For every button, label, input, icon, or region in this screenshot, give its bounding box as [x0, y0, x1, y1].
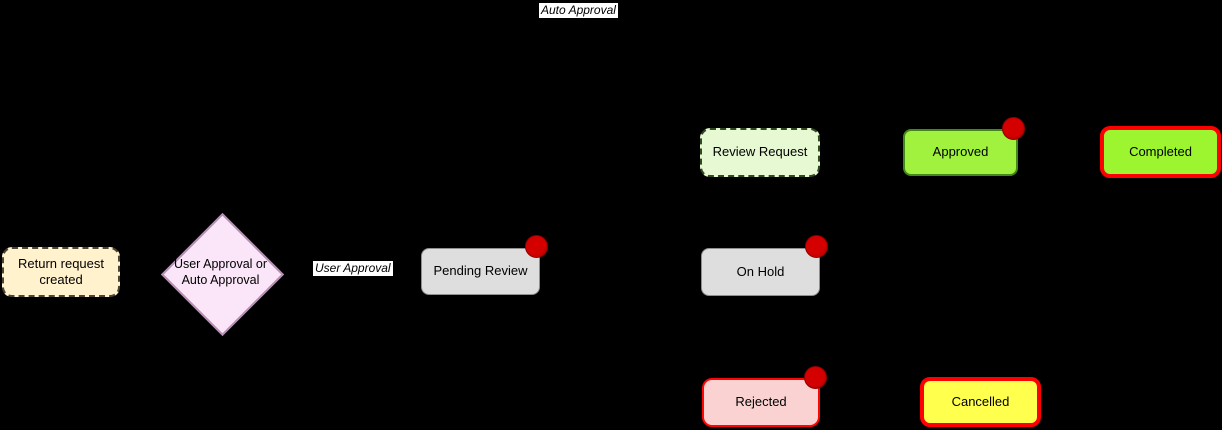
node-rejected[interactable]: Rejected: [702, 366, 827, 427]
node-on-hold-label: On Hold: [736, 263, 785, 279]
node-rejected-label: Rejected: [735, 394, 787, 410]
node-pending-review-label: Pending Review: [433, 263, 528, 279]
decision-user-or-auto-approval-label: User Approval or Auto Approval: [173, 256, 268, 287]
node-return-request-created[interactable]: Return request created: [2, 247, 120, 297]
red-dot-badge: [525, 235, 548, 258]
node-pending-review[interactable]: Pending Review: [421, 235, 548, 295]
red-dot-badge: [804, 366, 827, 389]
edge-label-auto-approval[interactable]: Auto Approval: [539, 3, 618, 18]
node-completed-label: Completed: [1129, 143, 1192, 159]
node-completed[interactable]: Completed: [1100, 126, 1221, 178]
node-approved-label: Approved: [932, 144, 989, 160]
node-review-request[interactable]: Review Request: [700, 128, 820, 177]
node-on-hold[interactable]: On Hold: [701, 235, 828, 296]
node-cancelled[interactable]: Cancelled: [920, 377, 1041, 427]
node-approved[interactable]: Approved: [903, 117, 1025, 176]
node-cancelled-label: Cancelled: [951, 393, 1010, 409]
node-review-request-label: Review Request: [712, 144, 808, 160]
red-dot-badge: [1002, 117, 1025, 140]
node-return-request-created-label: Return request created: [18, 255, 104, 287]
red-dot-badge: [805, 235, 828, 258]
edge-label-user-approval[interactable]: User Approval: [313, 261, 393, 276]
